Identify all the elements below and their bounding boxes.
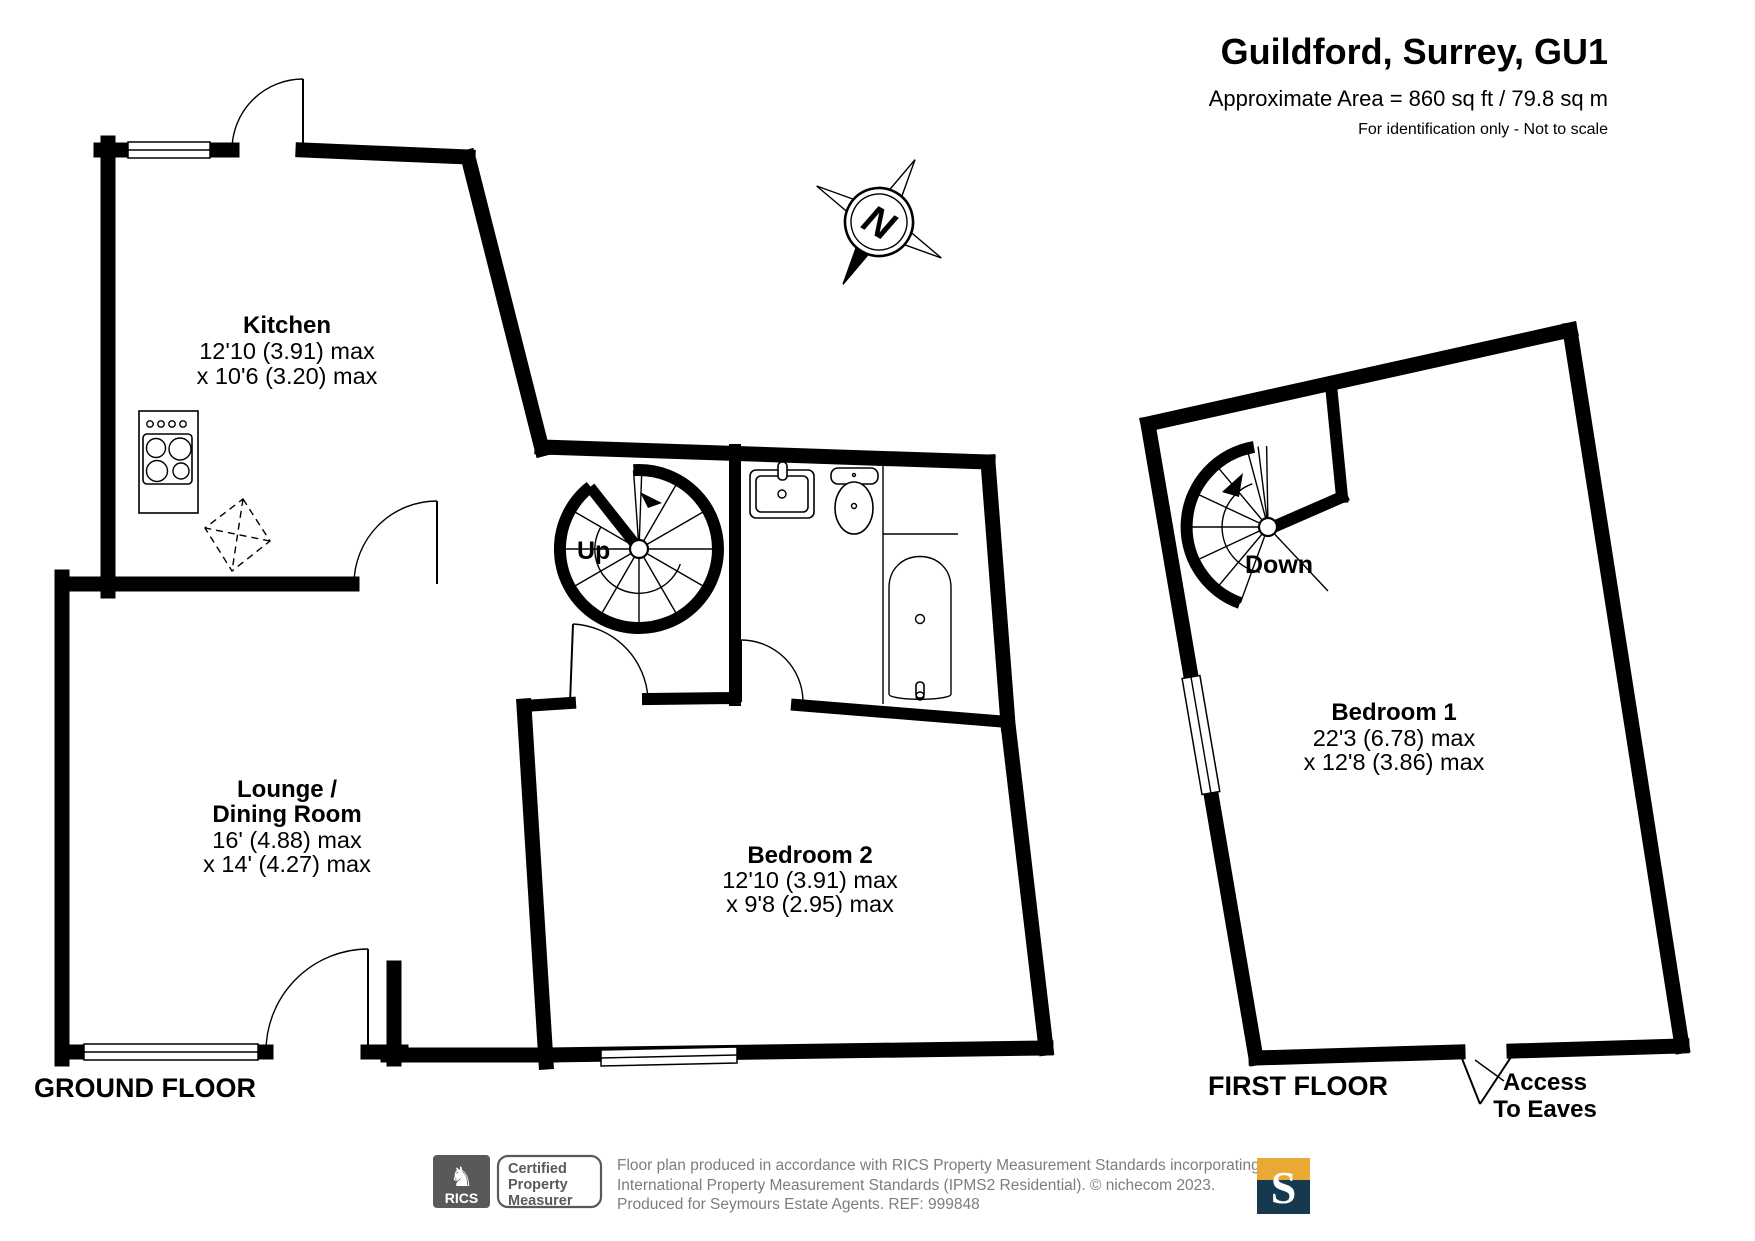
stair-down-outer-arc [1180, 441, 1256, 609]
bedroom2-label: Bedroom 2 [747, 842, 872, 869]
disclaimer-line-1: Floor plan produced in accordance with R… [617, 1157, 1260, 1174]
spiral-stair-down [1180, 441, 1329, 609]
kitchen-entry-door [231, 78, 304, 151]
ceiling-hatch [204, 497, 271, 573]
bedroom1-dim2: x 12'8 (3.86) max [1304, 749, 1485, 775]
ground-floor-interior-walls [517, 444, 1015, 729]
cert-line-1: Certified [508, 1161, 567, 1177]
disclaimer-line-3: Produced for Seymours Estate Agents. REF… [617, 1196, 980, 1213]
bedroom1-window [1181, 674, 1221, 796]
stair-down-center-post [1257, 516, 1279, 538]
toilet [830, 467, 879, 535]
compass-rose: N [816, 159, 942, 285]
first-floor-plan: Bedroom 1 22'3 (6.78) max x 12'8 (3.86) … [1139, 321, 1691, 1123]
bedroom1-dim1: 22'3 (6.78) max [1313, 725, 1476, 751]
bedroom2-dim2: x 9'8 (2.95) max [726, 891, 894, 917]
bedroom1-label: Bedroom 1 [1331, 699, 1456, 726]
area-subtitle: Approximate Area = 860 sq ft / 79.8 sq m [1209, 86, 1608, 111]
kitchen-hob [138, 410, 199, 514]
stair-up-treads [560, 470, 718, 628]
cert-line-3: Measurer [508, 1193, 573, 1209]
eaves-access-door [1458, 1047, 1518, 1105]
access-eaves-label-2: To Eaves [1493, 1096, 1597, 1123]
access-eaves-label-1: Access [1503, 1069, 1587, 1096]
rics-brand-text: RICS [445, 1190, 478, 1206]
seymours-logo-top [1257, 1158, 1310, 1180]
lounge-dim2: x 14' (4.27) max [203, 851, 371, 877]
first-floor-exterior-walls [1139, 321, 1691, 1067]
bedroom2-door [569, 623, 649, 704]
scale-note: For identification only - Not to scale [1358, 121, 1608, 138]
kitchen-dim1: 12'10 (3.91) max [199, 338, 375, 364]
ground-floor-title: GROUND FLOOR [34, 1073, 256, 1103]
bath [882, 457, 958, 704]
seymours-logo: S [1257, 1158, 1310, 1214]
cert-line-2: Property [508, 1177, 568, 1193]
lounge-dim1: 16' (4.88) max [212, 827, 362, 853]
lounge-entry-door [265, 948, 369, 1053]
compass-outer-circle [843, 186, 915, 258]
lounge-label-2: Dining Room [212, 801, 361, 828]
certified-measurer-box [496, 1154, 603, 1209]
ground-floor-exterior-walls [54, 135, 1055, 1070]
lounge-window [83, 1043, 259, 1061]
rics-badge: ♞ RICS Certified Property Measurer [433, 1154, 603, 1209]
bedroom2-dim1: 12'10 (3.91) max [722, 867, 898, 893]
seymours-logo-bottom [1257, 1180, 1310, 1214]
bedroom2-window [600, 1046, 738, 1067]
first-floor-title: FIRST FLOOR [1208, 1071, 1388, 1101]
stair-up-center-post [628, 538, 650, 560]
stair-up-outer-arc [553, 464, 724, 634]
stair-down-direction-arrow [1222, 473, 1243, 497]
kitchen-window [127, 141, 211, 159]
page-title: Guildford, Surrey, GU1 [1221, 31, 1608, 72]
stair-down-treads [1187, 445, 1329, 604]
ground-floor-plan: Kitchen 12'10 (3.91) max x 10'6 (3.20) m… [34, 78, 1055, 1103]
lounge-label-1: Lounge / [237, 776, 337, 803]
disclaimer-line-2: International Property Measurement Stand… [617, 1177, 1215, 1194]
eaves-leader-line [1474, 1059, 1505, 1082]
stair-up-label: Up [577, 537, 610, 565]
kitchen-label: Kitchen [243, 312, 331, 339]
stair-up-direction-arrow [640, 492, 662, 508]
compass-inner-circle [850, 193, 908, 251]
rics-badge-background [433, 1155, 490, 1208]
kitchen-lounge-door [353, 500, 438, 585]
footer-disclaimer: Floor plan produced in accordance with R… [617, 1157, 1260, 1213]
footer: ♞ RICS Certified Property Measurer Floor… [433, 1154, 1310, 1214]
stair-up-wall-stub [585, 483, 644, 553]
first-floor-stair-walls [1263, 378, 1350, 536]
seymours-logo-letter: S [1271, 1162, 1297, 1213]
rics-lion-icon: ♞ [449, 1162, 473, 1193]
stair-up-inner-arc [594, 526, 681, 595]
kitchen-dim2: x 10'6 (3.20) max [197, 363, 378, 389]
bathroom-door [740, 639, 804, 703]
bathroom-sink [749, 461, 815, 519]
stair-down-label: Down [1245, 551, 1313, 579]
spiral-stair-up [553, 464, 724, 634]
header: Guildford, Surrey, GU1 Approximate Area … [1209, 31, 1608, 138]
